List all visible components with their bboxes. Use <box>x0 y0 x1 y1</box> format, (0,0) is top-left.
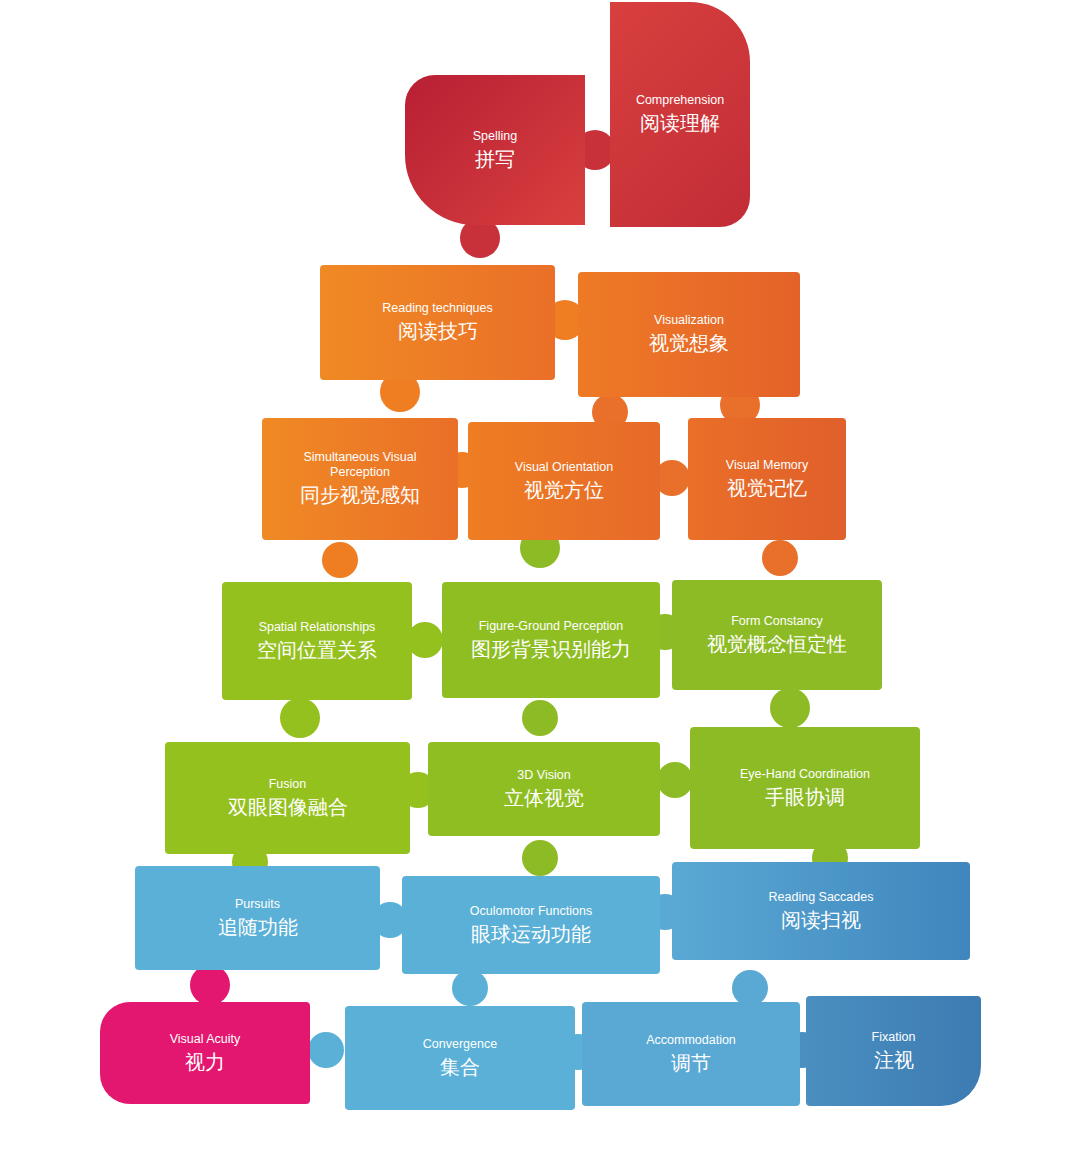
english-label: Oculomotor Functions <box>470 904 592 919</box>
puzzle-piece: Convergence 集合 <box>345 1006 575 1110</box>
chinese-label: 调节 <box>671 1050 711 1076</box>
puzzle-piece: Simultaneous Visual Perception同步视觉感知 <box>262 418 458 540</box>
english-label: Spatial Relationships <box>259 620 376 635</box>
puzzle-piece: 3D Vision 立体视觉 <box>428 742 660 836</box>
puzzle-piece: Visual Acuity 视力 <box>100 1002 310 1104</box>
puzzle-piece: Figure-Ground Perception 图形背景识别能力 <box>442 582 660 698</box>
chinese-label: 集合 <box>440 1054 480 1080</box>
chinese-label: 视力 <box>185 1049 225 1075</box>
english-label: Simultaneous Visual Perception <box>274 450 446 480</box>
chinese-label: 视觉想象 <box>649 330 729 356</box>
chinese-label: 注视 <box>874 1047 914 1073</box>
english-label: Visualization <box>654 313 724 328</box>
puzzle-piece: Comprehension 阅读理解 <box>610 2 750 227</box>
puzzle-piece: Spelling 拼写 <box>405 75 585 225</box>
english-label: Visual Acuity <box>170 1032 241 1047</box>
english-label: Pursuits <box>235 897 280 912</box>
english-label: Convergence <box>423 1037 497 1052</box>
puzzle-piece: Reading techniques 阅读技巧 <box>320 265 555 380</box>
english-label: Spelling <box>473 129 517 144</box>
chinese-label: 手眼协调 <box>765 784 845 810</box>
english-label: Reading techniques <box>382 301 493 316</box>
chinese-label: 空间位置关系 <box>257 637 377 663</box>
puzzle-piece: Oculomotor Functions 眼球运动功能 <box>402 876 660 974</box>
chinese-label: 拼写 <box>475 146 515 172</box>
chinese-label: 双眼图像融合 <box>228 794 348 820</box>
puzzle-piece: Fusion 双眼图像融合 <box>165 742 410 854</box>
chinese-label: 视觉记忆 <box>727 475 807 501</box>
chinese-label: 眼球运动功能 <box>471 921 591 947</box>
chinese-label: 阅读理解 <box>640 110 720 136</box>
english-label: Fixation <box>872 1030 916 1045</box>
puzzle-piece: Reading Saccades 阅读扫视 <box>672 862 970 960</box>
puzzle-piece: Form Constancy 视觉概念恒定性 <box>672 580 882 690</box>
puzzle-piece: Spatial Relationships 空间位置关系 <box>222 582 412 700</box>
english-label: Form Constancy <box>731 614 823 629</box>
english-label: 3D Vision <box>517 768 570 783</box>
chinese-label: 同步视觉感知 <box>300 482 420 508</box>
chinese-label: 阅读扫视 <box>781 907 861 933</box>
english-label: Visual Orientation <box>515 460 613 475</box>
chinese-label: 视觉方位 <box>524 477 604 503</box>
english-label: Comprehension <box>636 93 724 108</box>
puzzle-piece: Accommodation 调节 <box>582 1002 800 1106</box>
chinese-label: 图形背景识别能力 <box>471 636 631 662</box>
english-label: Reading Saccades <box>769 890 874 905</box>
chinese-label: 追随功能 <box>218 914 298 940</box>
english-label: Accommodation <box>646 1033 736 1048</box>
english-label: Fusion <box>269 777 307 792</box>
english-label: Eye-Hand Coordination <box>740 767 870 782</box>
puzzle-piece: Visualization 视觉想象 <box>578 272 800 397</box>
english-label: Figure-Ground Perception <box>479 619 624 634</box>
chinese-label: 视觉概念恒定性 <box>707 631 847 657</box>
puzzle-piece: Pursuits 追随功能 <box>135 866 380 970</box>
english-label: Visual Memory <box>726 458 808 473</box>
puzzle-piece: Visual Orientation 视觉方位 <box>468 422 660 540</box>
chinese-label: 阅读技巧 <box>398 318 478 344</box>
puzzle-piece: Fixation 注视 <box>806 996 981 1106</box>
puzzle-piece: Visual Memory 视觉记忆 <box>688 418 846 540</box>
puzzle-piece: Eye-Hand Coordination 手眼协调 <box>690 727 920 849</box>
chinese-label: 立体视觉 <box>504 785 584 811</box>
